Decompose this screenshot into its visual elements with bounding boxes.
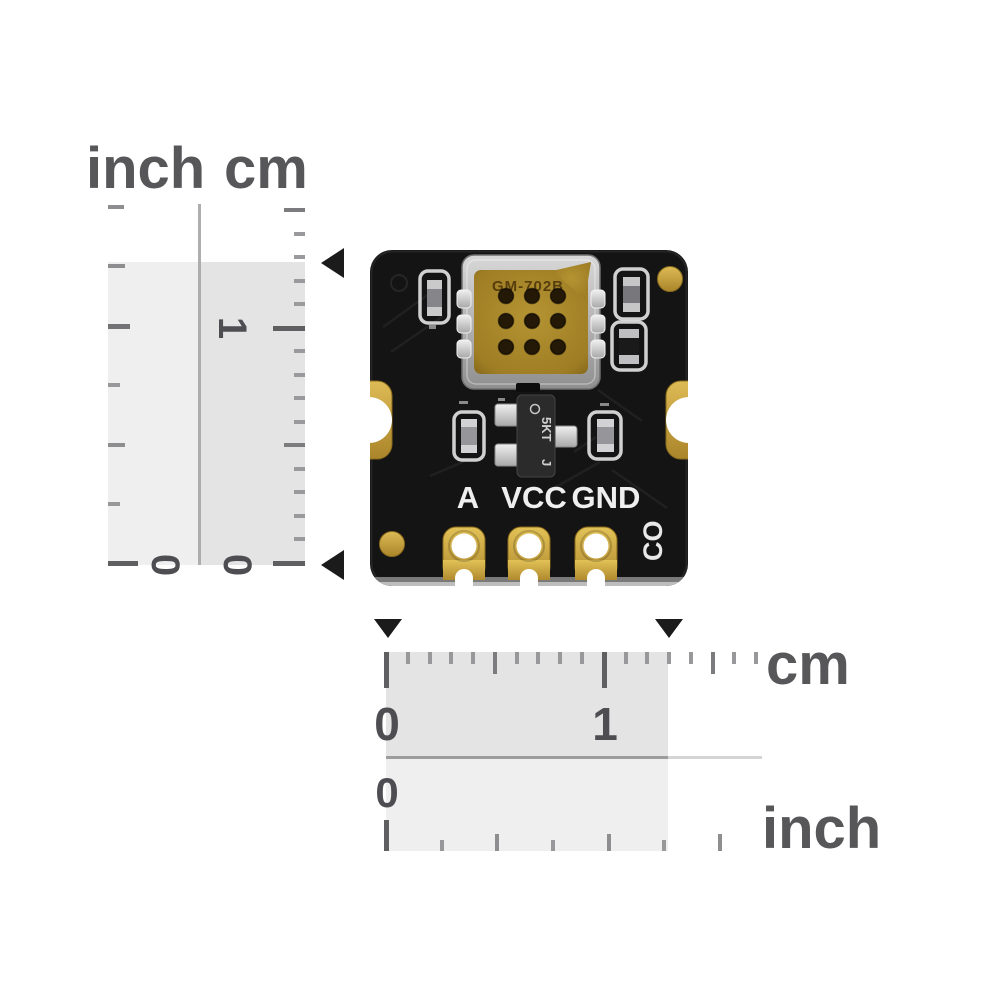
sensor-gold-tab bbox=[552, 262, 591, 299]
tick-mark bbox=[495, 834, 499, 851]
tick-mark bbox=[108, 323, 130, 329]
corner-pad-bottom-left bbox=[379, 531, 405, 557]
tick-mark bbox=[383, 652, 389, 688]
unplated-hole bbox=[390, 274, 408, 292]
pin-label-gnd: GND bbox=[572, 480, 641, 515]
tick-mark bbox=[294, 232, 305, 236]
tick-mark bbox=[294, 514, 305, 518]
tick-mark bbox=[718, 834, 722, 851]
horizontal-ruler-divider-extension bbox=[668, 756, 762, 759]
tick-mark bbox=[294, 349, 305, 353]
tick-mark bbox=[284, 208, 305, 212]
tick-mark bbox=[273, 560, 305, 566]
tick-mark bbox=[108, 205, 124, 209]
tick-mark bbox=[536, 652, 540, 664]
tick-mark bbox=[294, 420, 305, 424]
pin-labels: A VCC GND bbox=[457, 480, 641, 515]
tick-mark bbox=[689, 652, 693, 664]
smd-resistor bbox=[461, 419, 477, 453]
horizontal-inch-scale-band bbox=[386, 757, 668, 851]
smd-resistor bbox=[597, 419, 614, 452]
vertical-cm-header: cm bbox=[224, 136, 308, 201]
tick-mark bbox=[667, 652, 671, 664]
sensor-bottom-notch bbox=[516, 383, 540, 392]
tick-mark bbox=[406, 652, 410, 664]
tick-mark bbox=[294, 490, 305, 494]
tick-mark bbox=[551, 840, 555, 851]
tick-mark bbox=[284, 443, 305, 447]
tick-mark bbox=[515, 652, 519, 664]
tick-mark bbox=[471, 652, 475, 664]
tick-mark bbox=[601, 652, 607, 688]
gas-type-label: CO bbox=[638, 521, 668, 562]
gas-sensor: GM-702B bbox=[456, 254, 606, 392]
transistor-marking-text: 5KT bbox=[539, 417, 554, 442]
through-hole-pad bbox=[507, 526, 551, 588]
horizontal-cm-unit-label: cm bbox=[766, 632, 850, 697]
smd-components bbox=[418, 267, 650, 462]
tick-mark bbox=[294, 279, 305, 283]
silkscreen-marks bbox=[429, 325, 609, 406]
pin-label-vcc: VCC bbox=[501, 480, 566, 515]
transistor-logo-icon bbox=[529, 403, 541, 415]
horizontal-inch-unit-label: inch bbox=[762, 796, 882, 861]
tick-mark bbox=[294, 467, 305, 471]
pin-label-a: A bbox=[457, 480, 479, 515]
tick-mark bbox=[294, 302, 305, 306]
tick-mark bbox=[624, 652, 628, 664]
sot23-transistor: 5KT J bbox=[494, 394, 578, 478]
horizontal-inch-0-label: 0 bbox=[375, 769, 399, 816]
transistor-marking-suffix: J bbox=[539, 459, 554, 466]
through-hole-pad bbox=[574, 526, 618, 588]
right-notch-cutout bbox=[666, 397, 712, 443]
vertical-ruler-divider-line bbox=[198, 204, 201, 565]
tick-mark bbox=[645, 652, 649, 664]
tick-mark bbox=[383, 820, 389, 851]
board-left-edge-arrow bbox=[374, 619, 402, 638]
board-top-edge-arrow bbox=[321, 248, 344, 278]
vertical-cm-scale-band bbox=[200, 262, 305, 565]
horizontal-cm-scale-band bbox=[386, 652, 668, 757]
vertical-inch-0-label: 0 bbox=[143, 553, 187, 577]
tick-mark bbox=[108, 502, 120, 506]
tick-mark bbox=[294, 537, 305, 541]
tick-mark bbox=[294, 396, 305, 400]
board-right-edge-arrow bbox=[655, 619, 683, 638]
vertical-cm-0-label: 0 bbox=[215, 553, 259, 577]
board-bottom-edge-arrow bbox=[321, 550, 344, 580]
horizontal-cm-0-label: 0 bbox=[374, 698, 400, 750]
corner-pad-top-right bbox=[657, 266, 683, 292]
tick-mark bbox=[294, 255, 305, 259]
tick-mark bbox=[440, 840, 444, 851]
tick-mark bbox=[108, 443, 125, 447]
horizontal-cm-1-label: 1 bbox=[592, 698, 618, 750]
tick-mark bbox=[662, 840, 666, 851]
tick-mark bbox=[108, 383, 120, 387]
tick-mark bbox=[273, 325, 305, 331]
tick-mark bbox=[449, 652, 453, 664]
tick-mark bbox=[493, 652, 497, 674]
tick-mark bbox=[580, 652, 584, 664]
sensor-vent-holes bbox=[497, 287, 567, 356]
tick-mark bbox=[558, 652, 562, 664]
tick-mark bbox=[754, 652, 758, 664]
vertical-inch-scale-band bbox=[108, 262, 200, 565]
tick-mark bbox=[607, 834, 611, 851]
vertical-cm-1-label: 1 bbox=[210, 316, 254, 340]
vertical-inch-header: inch bbox=[86, 136, 206, 201]
sensor-side-pads bbox=[456, 289, 606, 359]
tick-mark bbox=[711, 652, 715, 674]
horizontal-ruler-divider-line bbox=[386, 756, 668, 759]
tick-mark bbox=[108, 264, 125, 268]
tick-mark bbox=[732, 652, 736, 664]
tick-mark bbox=[428, 652, 432, 664]
tick-mark bbox=[294, 373, 305, 377]
through-hole-pads bbox=[442, 526, 618, 588]
tick-mark bbox=[108, 560, 138, 566]
left-notch-cutout bbox=[346, 397, 392, 443]
through-hole-pad bbox=[442, 526, 486, 588]
pcb-board-image: GM-702B bbox=[346, 250, 712, 588]
